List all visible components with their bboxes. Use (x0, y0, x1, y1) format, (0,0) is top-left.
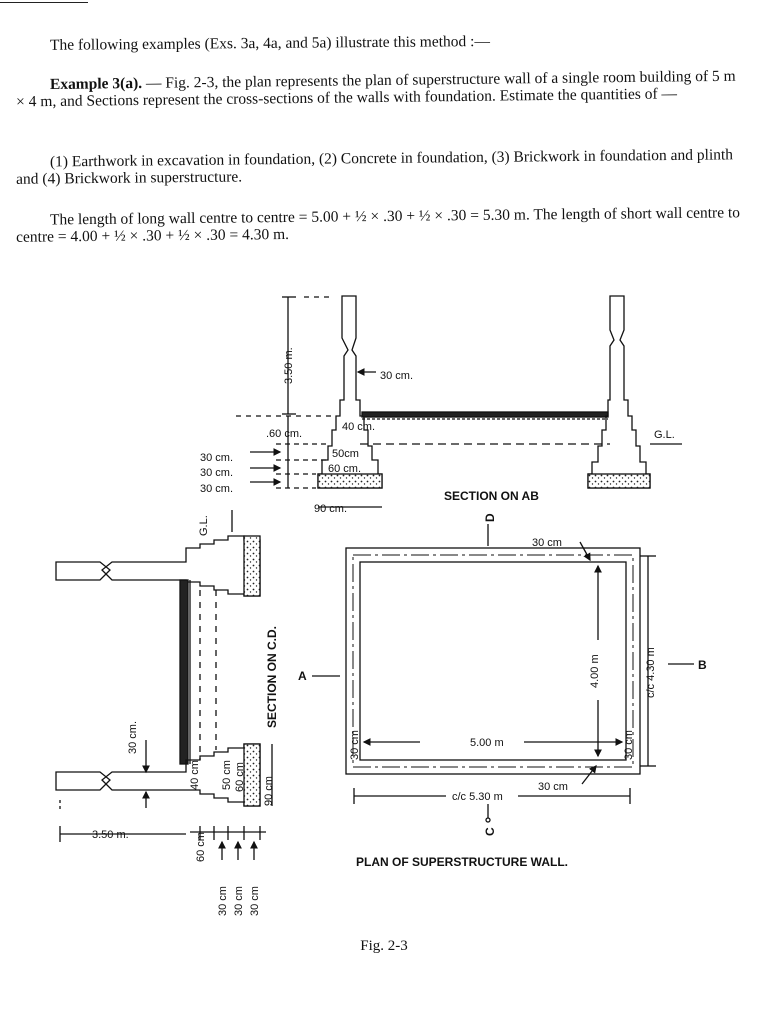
top-rule (0, 2, 88, 3)
plan-wall-bottom-label: 30 cm (538, 781, 568, 793)
ab-plinth-label: .60 cm. (266, 428, 302, 440)
lengths-text: The length of long wall centre to centre… (16, 204, 741, 246)
cd-depth1-label: 30 cm (217, 886, 229, 916)
section-ab-title: SECTION ON AB (444, 489, 539, 503)
lengths-paragraph: The length of long wall centre to centre… (16, 204, 746, 246)
cd-depth3-label: 30 cm (249, 886, 261, 916)
cd-wall-label: 30 cm. (127, 721, 139, 754)
plan-inner-width-label: 4.00 m (589, 654, 601, 688)
cd-s90-label: 90 cm (263, 776, 275, 806)
section-cd-title: SECTION ON C.D. (265, 626, 279, 728)
plan-wall-right-label: 30 cm (623, 730, 635, 760)
example-label: Example 3(a). (49, 74, 143, 94)
plan-drawing (312, 524, 694, 823)
plan-marker-a: A (298, 669, 307, 683)
ab-wall-label: 30 cm. (380, 370, 413, 382)
ab-depth1-label: 30 cm. (200, 452, 233, 464)
cd-plinth-label: 60 cm (195, 832, 207, 862)
cd-height-label: 3.50 m. (92, 829, 129, 841)
ab-base-label: 90 cm. (314, 503, 347, 515)
plan-wall-left-label: 30 cm (349, 730, 361, 760)
plan-cc-length-label: c/c 5.30 m (452, 791, 503, 803)
ab-step1-label: 40 cm. (342, 421, 375, 433)
items-text: (1) Earthwork in excavation in foundatio… (16, 146, 734, 188)
plan-cc-width-label: c/c 4.30 m (645, 647, 657, 698)
cd-s50-label: 50 cm (221, 760, 233, 790)
example-paragraph: Example 3(a). — Fig. 2-3, the plan repre… (16, 68, 746, 111)
plan-marker-c: C (483, 827, 497, 836)
plan-title: PLAN OF SUPERSTRUCTURE WALL. (356, 855, 568, 869)
plan-inner-length-label: 5.00 m (470, 737, 504, 749)
plan-marker-d: D (483, 513, 497, 522)
intro-paragraph: The following examples (Exs. 3a, 4a, and… (49, 32, 491, 54)
ab-depth2-label: 30 cm. (200, 467, 233, 479)
figure-caption: Fig. 2-3 (360, 938, 408, 954)
figure-drawing: 3.50 m. 30 cm. .60 cm. 40 cm. 50cm 60 cm… (55, 295, 707, 916)
cd-s40-label: 40 cm (189, 760, 201, 790)
section-cd (55, 510, 273, 860)
ab-step2-label: 50cm (332, 448, 359, 460)
cd-gl-label: G.L. (198, 515, 210, 536)
plan-marker-b: B (698, 658, 707, 672)
plan-wall-top-label: 30 cm (532, 537, 562, 549)
ab-height-label: 3.50 m. (283, 347, 295, 384)
cd-depth2-label: 30 cm (233, 886, 245, 916)
items-paragraph: (1) Earthwork in excavation in foundatio… (16, 146, 746, 188)
section-ab (236, 295, 682, 508)
ab-gl-label: G.L. (654, 429, 675, 441)
cd-s60-label: 60 cm (234, 762, 246, 792)
ab-step3-label: 60 cm. (328, 463, 361, 475)
ab-depth3-label: 30 cm. (200, 483, 233, 495)
